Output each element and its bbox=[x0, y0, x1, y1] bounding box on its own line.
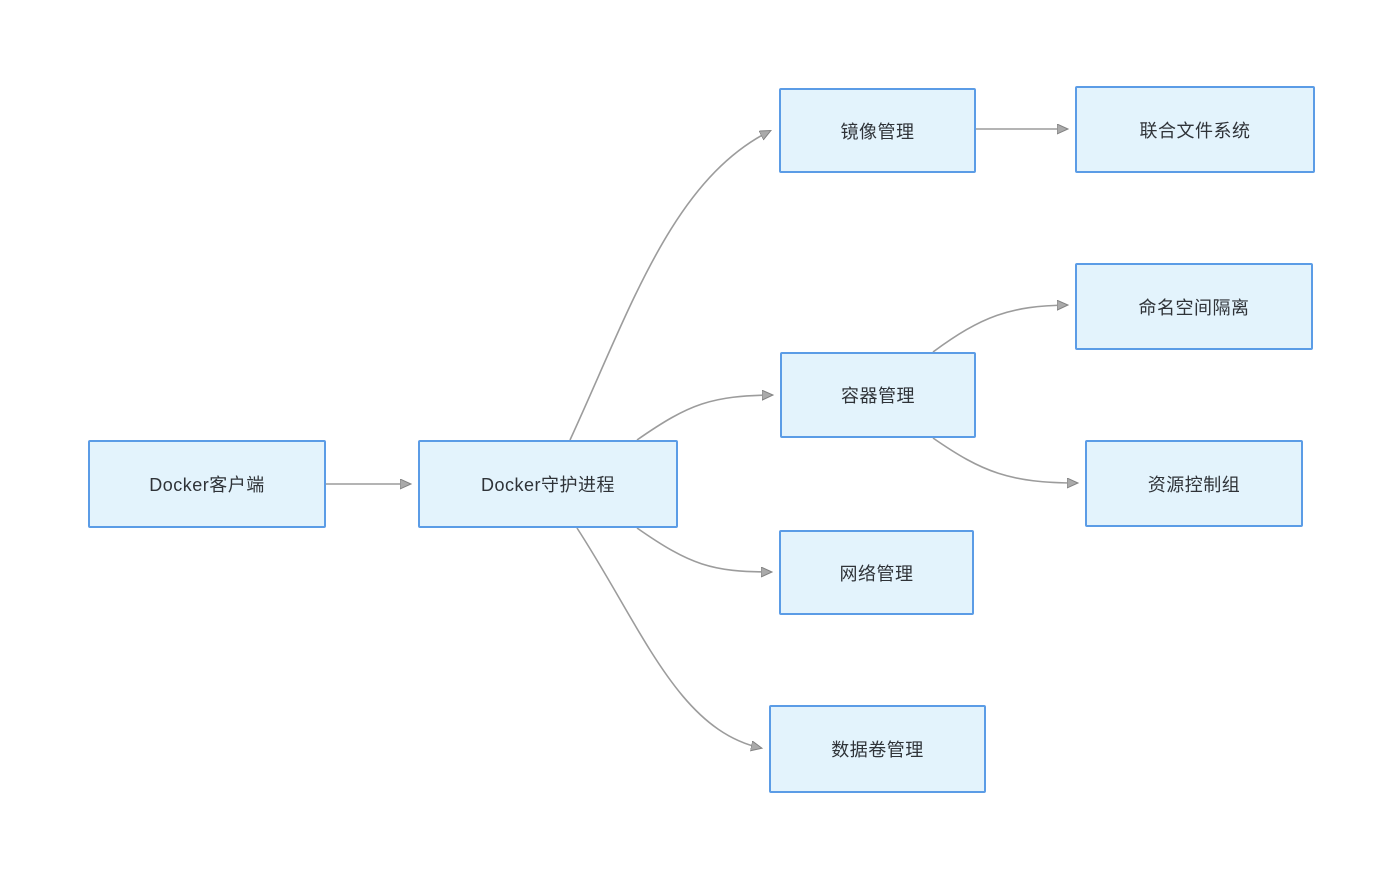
node-image-management[interactable]: 镜像管理 bbox=[779, 88, 976, 173]
node-resource-control-group-label: 资源控制组 bbox=[1147, 474, 1241, 495]
node-docker-client[interactable]: Docker客户端 bbox=[88, 440, 326, 528]
node-network-management[interactable]: 网络管理 bbox=[779, 530, 974, 615]
node-container-management[interactable]: 容器管理 bbox=[780, 352, 976, 438]
edge-daemon-image bbox=[569, 131, 770, 441]
edge-daemon-container bbox=[636, 395, 772, 441]
node-union-file-system[interactable]: 联合文件系统 bbox=[1075, 86, 1315, 173]
node-data-volume-management[interactable]: 数据卷管理 bbox=[769, 705, 986, 793]
node-union-file-system-label: 联合文件系统 bbox=[1139, 120, 1251, 141]
node-docker-client-label: Docker客户端 bbox=[149, 475, 265, 495]
node-image-management-label: 镜像管理 bbox=[840, 121, 915, 142]
node-container-management-label: 容器管理 bbox=[841, 386, 915, 406]
node-namespace-isolation-label: 命名空间隔离 bbox=[1138, 297, 1250, 318]
node-data-volume-management-label: 数据卷管理 bbox=[831, 740, 924, 760]
node-resource-control-group[interactable]: 资源控制组 bbox=[1085, 440, 1303, 527]
node-docker-daemon-label: Docker守护进程 bbox=[480, 475, 615, 495]
node-network-management-label: 网络管理 bbox=[839, 563, 914, 584]
edge-container-cgroup bbox=[932, 437, 1077, 483]
edge-container-namespace bbox=[932, 305, 1067, 353]
node-namespace-isolation[interactable]: 命名空间隔离 bbox=[1075, 263, 1313, 350]
edge-daemon-network bbox=[636, 527, 771, 572]
node-docker-daemon[interactable]: Docker守护进程 bbox=[418, 440, 678, 528]
edge-daemon-volume bbox=[576, 527, 761, 748]
